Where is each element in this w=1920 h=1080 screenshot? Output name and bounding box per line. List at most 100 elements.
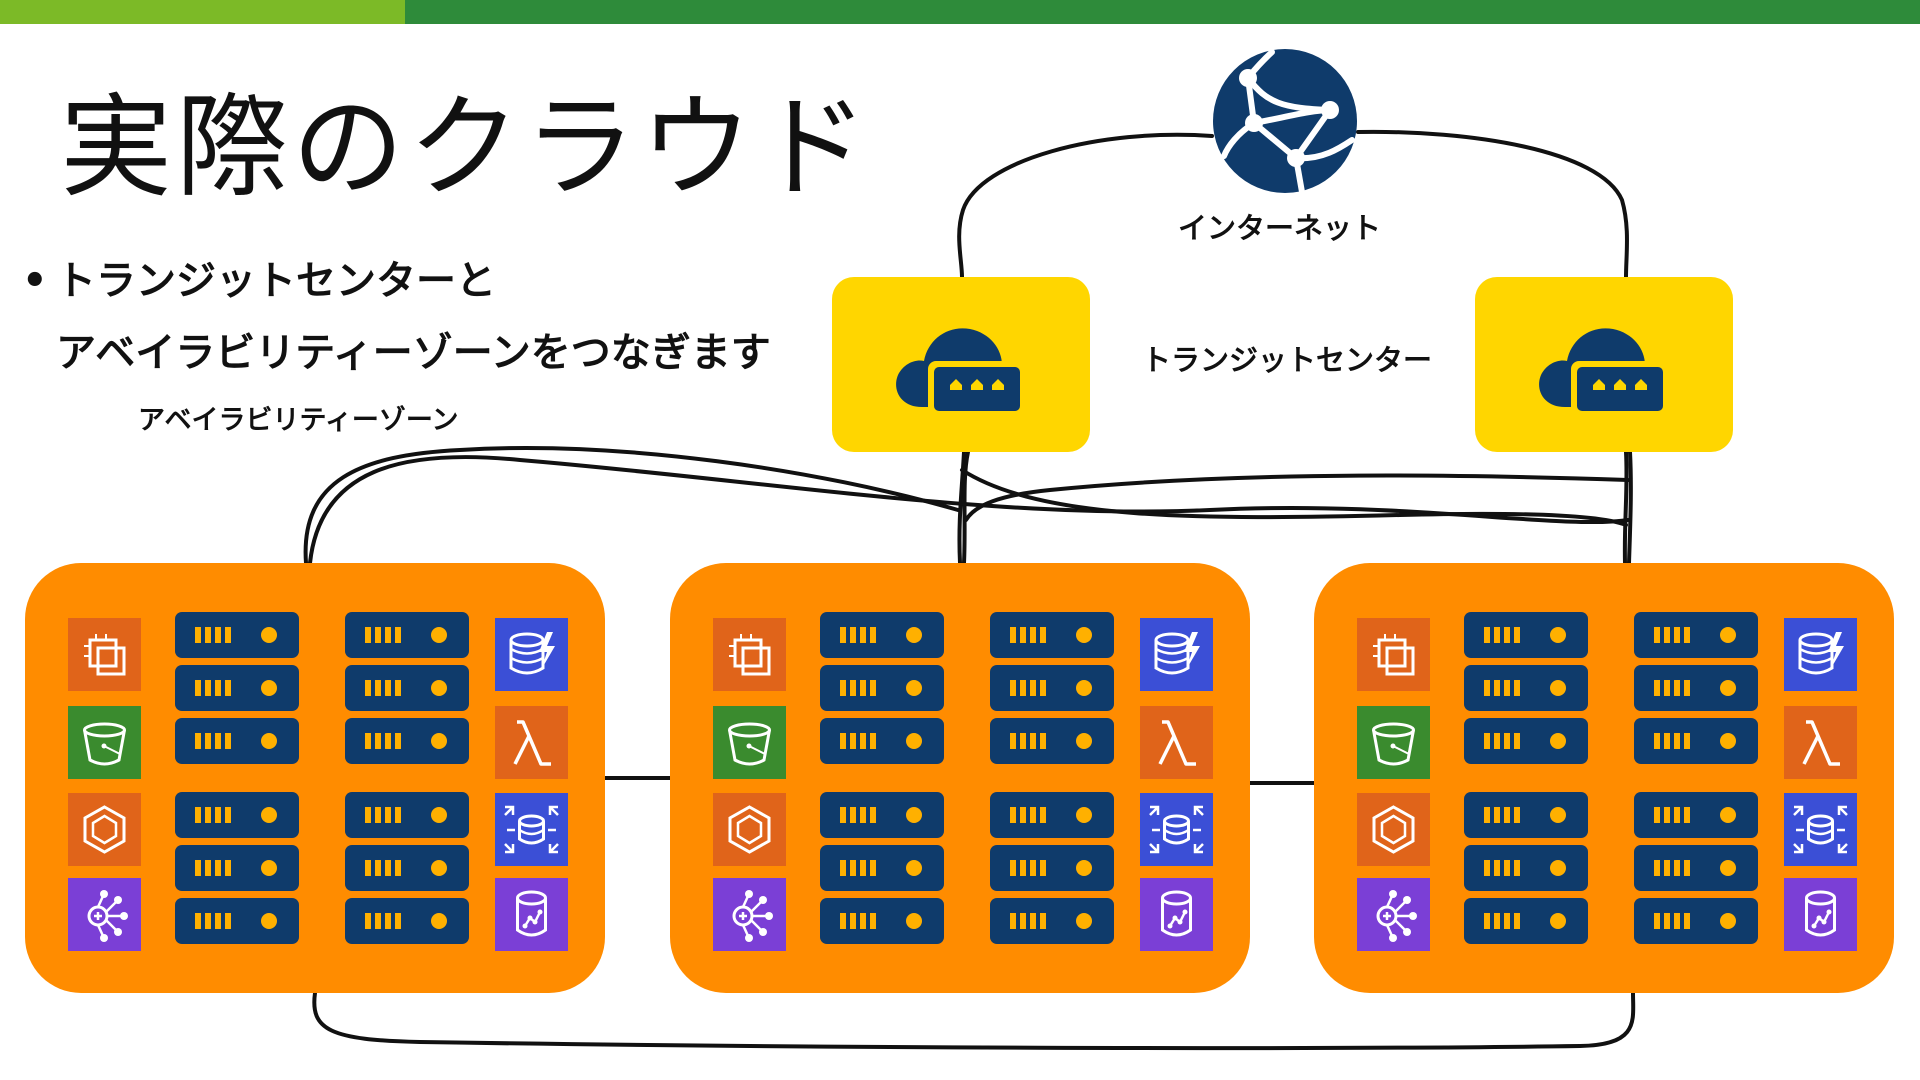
server-power-dot <box>1550 733 1566 749</box>
availability-zone-2 <box>670 563 1250 993</box>
server-status-bars <box>1010 627 1056 643</box>
server-status-bars <box>365 680 411 696</box>
server-power-dot <box>906 860 922 876</box>
server-status-bars <box>195 860 241 876</box>
server-status-bars <box>195 627 241 643</box>
bullet-line-1: •トランジットセンターと <box>22 248 496 306</box>
server-power-dot <box>906 680 922 696</box>
database-migration-icon <box>495 793 568 866</box>
server-power-dot <box>1720 680 1736 696</box>
server-power-dot <box>261 627 277 643</box>
server-rack-unit <box>990 612 1114 658</box>
server-power-dot <box>1720 733 1736 749</box>
database-migration-icon <box>1784 793 1857 866</box>
dynamodb-icon <box>495 618 568 691</box>
server-rack-unit <box>820 792 944 838</box>
server-status-bars <box>1654 807 1700 823</box>
server-power-dot <box>431 680 447 696</box>
server-power-dot <box>431 807 447 823</box>
cloud-gateway-icon <box>896 328 1026 417</box>
server-power-dot <box>1550 627 1566 643</box>
server-rack-unit <box>345 665 469 711</box>
server-status-bars <box>365 860 411 876</box>
server-status-bars <box>840 627 886 643</box>
server-power-dot <box>431 733 447 749</box>
server-power-dot <box>431 913 447 929</box>
server-status-bars <box>1010 807 1056 823</box>
server-rack-unit <box>175 845 299 891</box>
server-rack-unit <box>345 845 469 891</box>
az1-to-right-transit-line <box>308 455 1630 565</box>
server-status-bars <box>840 807 886 823</box>
server-status-bars <box>840 680 886 696</box>
bullet-dot: • <box>22 258 48 304</box>
server-power-dot <box>261 913 277 929</box>
server-rack-unit <box>175 665 299 711</box>
server-rack-unit <box>990 665 1114 711</box>
bullet-line-2: アベイラビリティーゾーンをつなぎます <box>56 330 771 376</box>
server-rack-unit <box>345 718 469 764</box>
server-status-bars <box>1654 680 1700 696</box>
server-power-dot <box>1076 913 1092 929</box>
server-status-bars <box>1484 860 1530 876</box>
ec2-compute-icon <box>1357 618 1430 691</box>
server-rack-unit <box>1464 612 1588 658</box>
server-rack-unit <box>820 898 944 944</box>
server-status-bars <box>365 807 411 823</box>
server-power-dot <box>1076 627 1092 643</box>
transit-center-label: トランジットセンター <box>1142 343 1433 377</box>
server-power-dot <box>261 733 277 749</box>
server-power-dot <box>1550 913 1566 929</box>
availability-zone-1 <box>25 563 605 993</box>
server-status-bars <box>1654 627 1700 643</box>
server-status-bars <box>1484 680 1530 696</box>
server-status-bars <box>195 807 241 823</box>
top-accent-bar <box>0 0 1920 24</box>
server-rack-unit <box>175 718 299 764</box>
server-status-bars <box>365 627 411 643</box>
neptune-graph-icon <box>713 878 786 951</box>
server-status-bars <box>840 733 886 749</box>
server-rack-unit <box>990 792 1114 838</box>
server-status-bars <box>1010 860 1056 876</box>
server-status-bars <box>1484 627 1530 643</box>
server-power-dot <box>431 860 447 876</box>
ecs-container-icon <box>68 793 141 866</box>
database-migration-icon <box>1140 793 1213 866</box>
server-power-dot <box>1076 860 1092 876</box>
server-status-bars <box>840 860 886 876</box>
server-power-dot <box>1550 680 1566 696</box>
server-rack-unit <box>990 718 1114 764</box>
ecs-container-icon <box>1357 793 1430 866</box>
server-rack-unit <box>345 792 469 838</box>
server-status-bars <box>1484 807 1530 823</box>
server-status-bars <box>1484 733 1530 749</box>
server-rack-unit <box>1464 792 1588 838</box>
server-power-dot <box>906 733 922 749</box>
server-status-bars <box>1010 733 1056 749</box>
server-rack-unit <box>175 898 299 944</box>
server-rack-unit <box>1634 792 1758 838</box>
lambda-icon <box>1140 706 1213 779</box>
left-transit-to-az2-line-a <box>957 450 966 565</box>
server-status-bars <box>365 913 411 929</box>
server-status-bars <box>1654 733 1700 749</box>
dynamodb-icon <box>1140 618 1213 691</box>
server-rack-unit <box>1634 665 1758 711</box>
right-transit-to-az3-line-b <box>1627 450 1633 565</box>
server-rack-unit <box>820 845 944 891</box>
server-power-dot <box>1720 807 1736 823</box>
server-power-dot <box>1076 807 1092 823</box>
server-rack-unit <box>345 898 469 944</box>
transit-center-right <box>1475 277 1733 452</box>
server-rack-unit <box>345 612 469 658</box>
server-status-bars <box>1010 913 1056 929</box>
server-power-dot <box>1550 860 1566 876</box>
server-power-dot <box>1076 680 1092 696</box>
internet-label: インターネット <box>1178 211 1382 245</box>
internet-to-right-transit-line <box>1356 129 1629 279</box>
rds-database-icon <box>1140 878 1213 951</box>
server-power-dot <box>1550 807 1566 823</box>
rds-database-icon <box>1784 878 1857 951</box>
cloud-gateway-icon <box>1539 328 1669 417</box>
